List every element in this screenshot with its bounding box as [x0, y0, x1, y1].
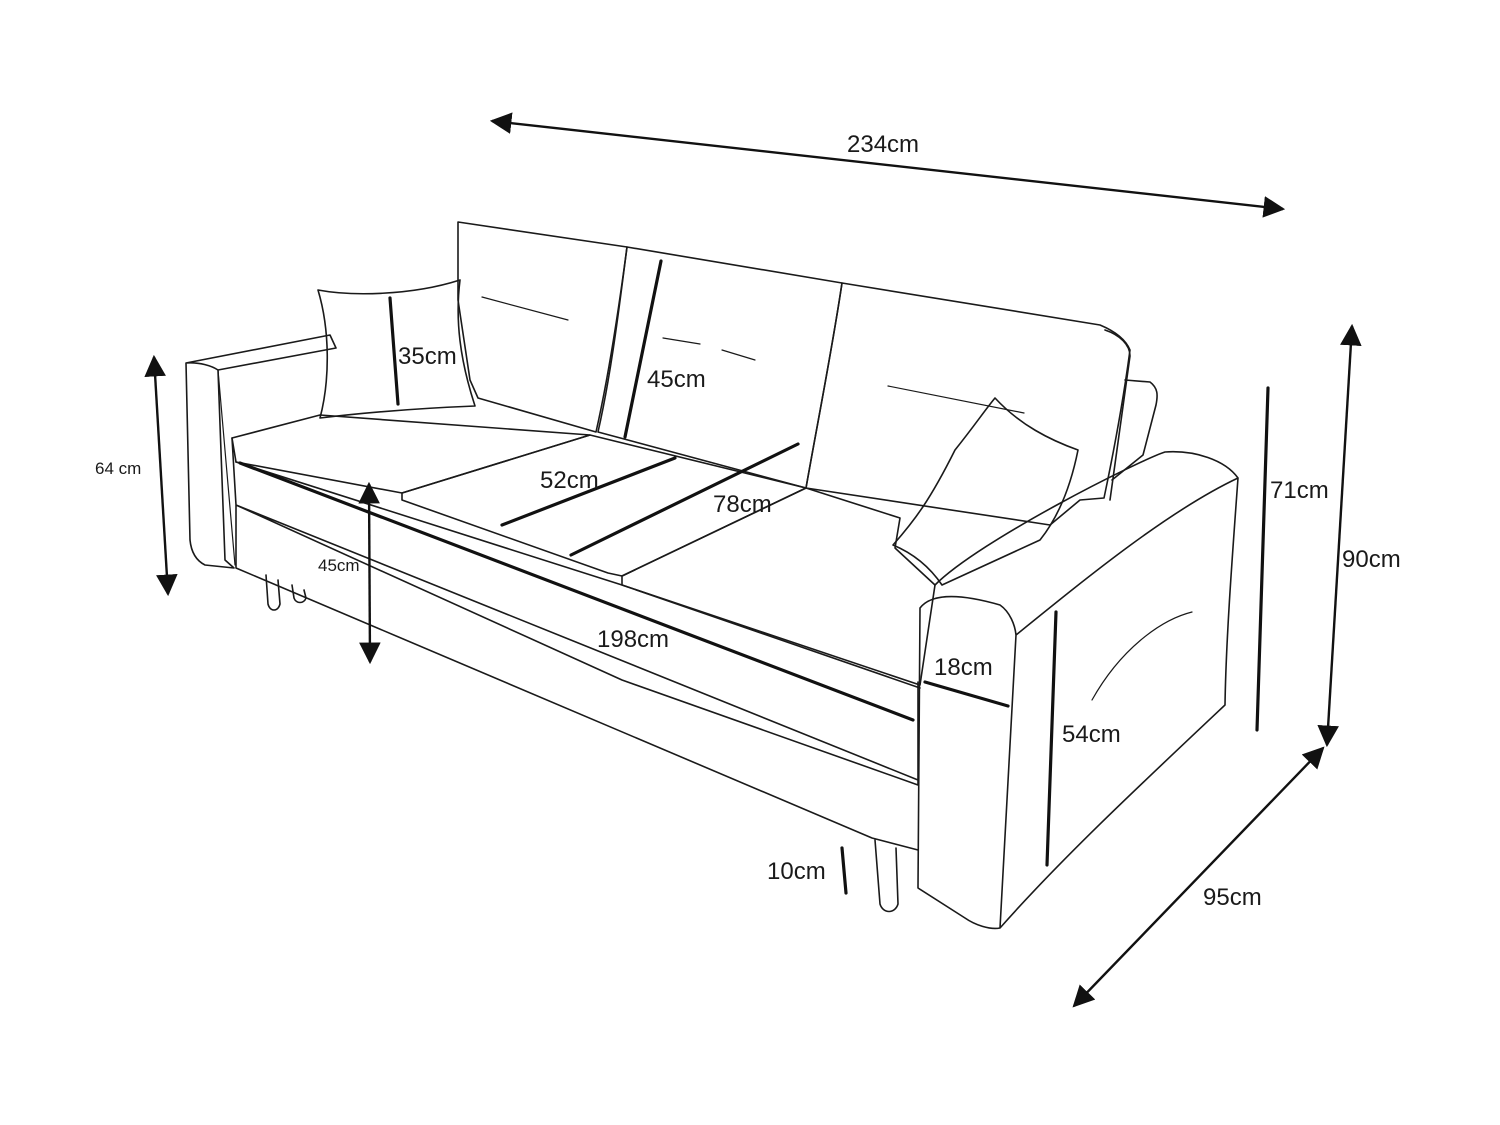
seat-width-label: 198cm: [597, 626, 669, 653]
seat-depth-line: [569, 442, 800, 557]
seat-height-label: 45cm: [318, 556, 360, 575]
back-cushion-left: [457, 221, 628, 433]
seat-width-line: [238, 461, 915, 722]
leg-height-label: 10cm: [767, 858, 826, 885]
backrest-line: [623, 259, 663, 439]
left-arm-height-label: 64 cm: [95, 459, 141, 478]
dimension-labels: 234cm 90cm 95cm 71cm 64 cm 45cm 35cm 45c…: [95, 131, 1401, 911]
back-height-line: [1255, 386, 1270, 732]
arm-height-line: [1045, 610, 1058, 867]
right-arm-curve: [1091, 611, 1193, 701]
width-arrow: [489, 112, 1286, 218]
seat-cushion-line: [500, 456, 677, 527]
left-arm-height-arrow: [144, 354, 178, 597]
dimension-lines: [144, 112, 1362, 1008]
total-width-label: 234cm: [847, 131, 919, 158]
backrest-label: 45cm: [647, 366, 706, 393]
back-cushion-seams: [481, 296, 1025, 414]
depth-arrow: [1072, 746, 1325, 1008]
leg-height-line: [840, 846, 848, 895]
height-arrow: [1317, 323, 1362, 748]
seat-depth-label: 78cm: [713, 491, 772, 518]
left-arm-inner: [217, 369, 236, 566]
sofa-front-frame: [231, 437, 919, 851]
left-leg-2: [291, 584, 307, 604]
pillow-right: [892, 397, 1079, 586]
left-armrest: [185, 334, 337, 569]
seat-cushion-right: [621, 487, 936, 686]
back-height-label: 71cm: [1270, 477, 1329, 504]
pillow-line: [388, 296, 400, 406]
seat-cushion-label: 52cm: [540, 467, 599, 494]
depth-label: 95cm: [1203, 884, 1262, 911]
back-cushion-right: [805, 282, 1131, 526]
arm-width-label: 18cm: [934, 654, 993, 681]
right-armrest: [917, 450, 1239, 930]
pillow-left: [317, 279, 476, 419]
back-cushion-middle: [597, 246, 843, 489]
arm-height-label: 54cm: [1062, 721, 1121, 748]
total-height-label: 90cm: [1342, 546, 1401, 573]
back-right-rail: [1104, 329, 1158, 501]
pillow-label: 35cm: [398, 343, 457, 370]
arm-width-line: [923, 680, 1010, 708]
front-leg: [874, 839, 899, 913]
left-leg-1: [265, 574, 281, 611]
sofa-illustration: [185, 221, 1239, 930]
